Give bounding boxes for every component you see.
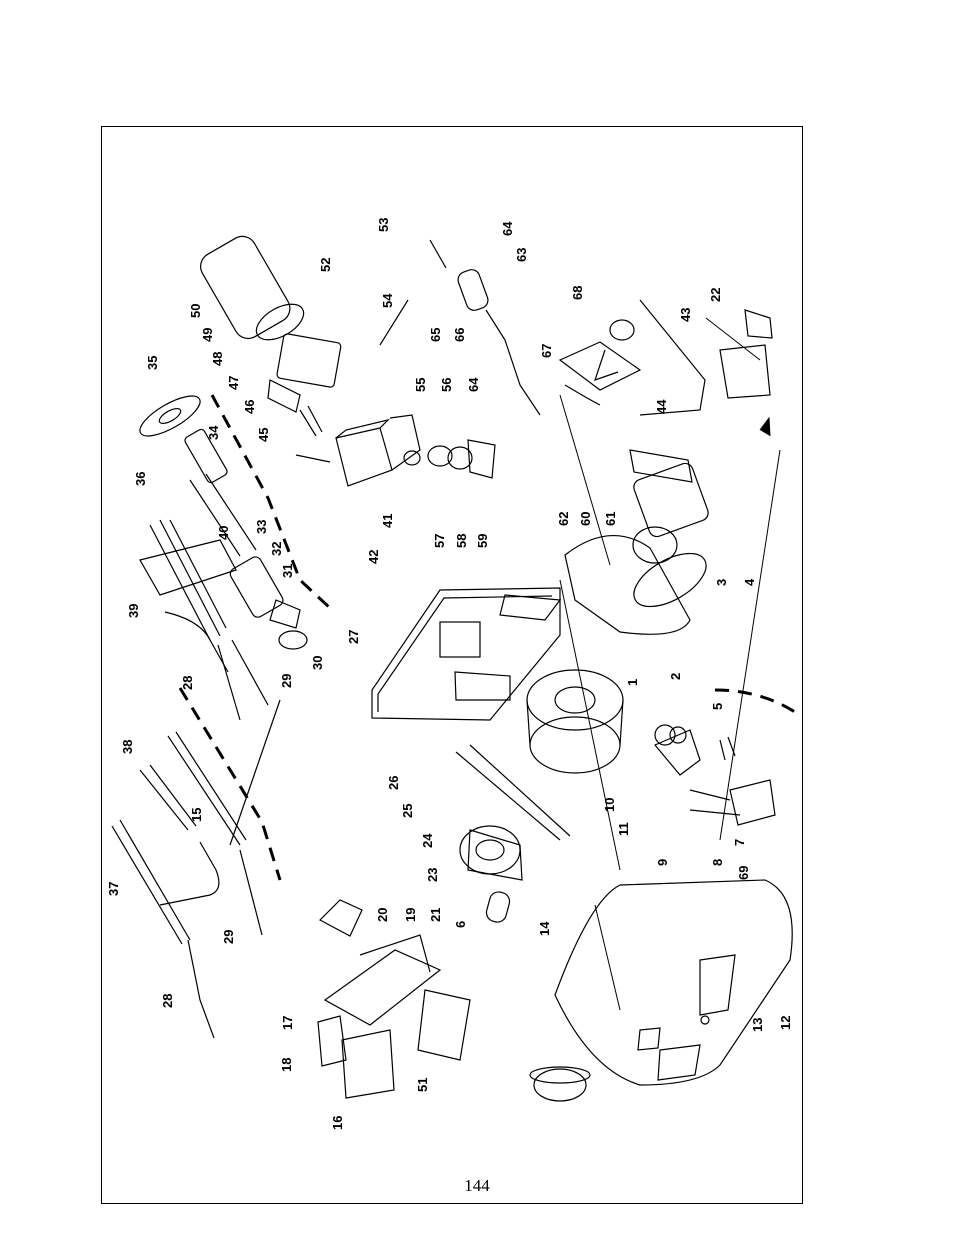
callout-label: 51	[415, 1078, 430, 1092]
callout-label: 32	[269, 542, 284, 556]
callout-label: 29	[221, 930, 236, 944]
callout-label: 7	[732, 839, 747, 846]
callout-label: 25	[400, 804, 415, 818]
callout-label: 2	[668, 673, 683, 680]
callout-label: 6	[453, 921, 468, 928]
callout-label: 26	[386, 776, 401, 790]
callout-label: 24	[420, 833, 435, 848]
callout-label: 40	[216, 526, 231, 540]
air-tube-assembly	[200, 235, 342, 463]
damper-linkage	[558, 299, 776, 826]
callout-label: 54	[380, 293, 395, 308]
callout-label: 35	[145, 356, 160, 370]
dashed-boundaries	[178, 394, 796, 881]
callout-label: 3	[714, 579, 729, 586]
callout-label: 38	[120, 740, 135, 754]
callout-label: 33	[254, 520, 269, 534]
callout-label: 19	[403, 908, 418, 922]
ignition-transformer	[335, 414, 421, 487]
callout-label: 13	[750, 1018, 765, 1032]
callout-label: 29	[279, 674, 294, 688]
callout-label: 10	[602, 798, 617, 812]
callout-label: 43	[678, 308, 693, 322]
fuel-valve-train	[379, 239, 541, 479]
callout-label: 55	[413, 378, 428, 392]
callout-label: 21	[428, 908, 443, 922]
callout-label: 48	[210, 352, 225, 366]
callout-label: 49	[200, 328, 215, 342]
callout-label: 63	[514, 248, 529, 262]
callout-label: 9	[655, 859, 670, 866]
callout-label: 16	[330, 1116, 345, 1130]
callout-label: 64	[500, 221, 515, 236]
callout-label: 65	[428, 328, 443, 342]
leader-lines	[559, 317, 781, 1011]
callout-label: 59	[475, 534, 490, 548]
callout-label: 58	[454, 534, 469, 548]
callout-label: 44	[654, 399, 669, 414]
callout-label: 28	[160, 994, 175, 1008]
callout-label: 8	[710, 859, 725, 866]
burner-housing	[371, 587, 562, 721]
callout-label: 61	[603, 512, 618, 526]
callout-label: 68	[570, 286, 585, 300]
blast-tube-assembly	[139, 395, 308, 721]
air-inlet-plate	[564, 449, 709, 635]
callout-label: 34	[206, 425, 221, 440]
callout-label: 23	[425, 868, 440, 882]
callout-label: 14	[537, 921, 552, 936]
page-number: 144	[464, 1176, 490, 1195]
front-cover	[529, 879, 793, 1102]
blower-wheel	[526, 669, 624, 774]
callout-label: 45	[256, 428, 271, 442]
callout-label: 62	[556, 512, 571, 526]
callout-label: 53	[376, 218, 391, 232]
callout-label: 11	[616, 822, 631, 836]
callout-label: 5	[710, 703, 725, 710]
callout-label: 31	[280, 564, 295, 578]
callout-label: 67	[539, 344, 554, 358]
callout-label: 20	[375, 908, 390, 922]
callout-label: 12	[778, 1016, 793, 1030]
callout-label: 18	[279, 1058, 294, 1072]
callout-label: 22	[708, 288, 723, 302]
callout-label: 69	[736, 866, 751, 880]
callout-label: 36	[133, 472, 148, 486]
callout-label: 52	[318, 258, 333, 272]
callout-label: 64	[466, 377, 481, 392]
callout-label: 17	[280, 1016, 295, 1030]
callout-label: 27	[346, 630, 361, 644]
ignition-leads	[111, 699, 281, 1039]
callout-label: 28	[180, 676, 195, 690]
callout-label: 37	[106, 882, 121, 896]
callout-label: 15	[189, 808, 204, 822]
callout-label: 30	[310, 656, 325, 670]
callout-label: 41	[380, 514, 395, 528]
motor	[455, 744, 571, 923]
diagram-frame	[101, 126, 803, 1204]
callout-label: 46	[242, 400, 257, 414]
callout-label: 57	[432, 534, 447, 548]
callout-label: 50	[188, 304, 203, 318]
callout-label: 1	[625, 679, 640, 686]
callout-label: 42	[366, 550, 381, 564]
callout-label: 60	[578, 512, 593, 526]
control-box	[317, 899, 471, 1099]
callout-label: 66	[452, 328, 467, 342]
callout-labels: 1 2 3 4 5 6 7 8 9 10 11 12 13 14 15 16 1…	[106, 218, 793, 1130]
callout-label: 47	[226, 376, 241, 390]
callout-label: 56	[439, 378, 454, 392]
callout-label: 4	[742, 578, 757, 586]
callout-label: 39	[126, 604, 141, 618]
